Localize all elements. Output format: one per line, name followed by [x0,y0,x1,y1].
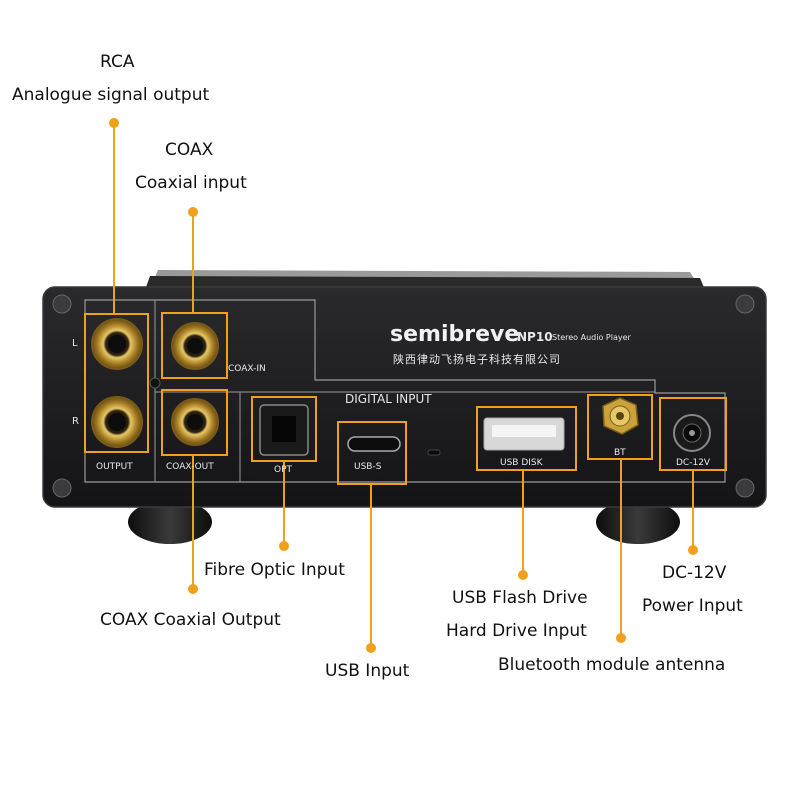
rca-highlight [84,313,149,453]
status-led [427,449,441,456]
callout-lines [109,118,698,653]
brand-logo: semibreve [390,322,520,347]
callout-coax-desc: Coaxial input [135,173,247,193]
usb-c-port [347,436,401,452]
digital-input-label: DIGITAL INPUT [345,392,432,406]
label-bt: BT [614,448,626,458]
usb-a-port [483,417,565,451]
callout-usb-flash-2: Hard Drive Input [446,621,587,641]
dc-jack [673,414,711,452]
panel-screws [52,294,755,498]
callout-dc-1: DC-12V [662,563,727,583]
foot-left [128,500,212,544]
callout-bluetooth: Bluetooth module antenna [498,655,726,675]
callout-coax-title: COAX [165,140,214,160]
callout-fibre: Fibre Optic Input [204,560,345,580]
bt-antenna-connector [602,397,639,435]
label-coax-in: COAX-IN [228,364,266,374]
label-usb-disk: USB DISK [500,458,543,468]
silkscreen-outline [84,299,726,483]
label-l: L [72,338,78,349]
label-dc12v: DC-12V [676,458,711,468]
rear-panel [42,286,767,508]
callout-usb-flash-1: USB Flash Drive [452,588,588,608]
center-screw [149,377,161,389]
model-name: NP10 [517,330,553,344]
rca-jacks [91,318,143,448]
coax-in-jack [171,322,219,370]
company-name: 陕西律动飞扬电子科技有限公司 [393,353,561,366]
callout-usb-input: USB Input [325,661,410,681]
model-description: Stereo Audio Player [552,333,631,342]
callout-rca-desc: Analogue signal output [12,85,210,105]
label-r: R [72,416,79,427]
label-coax-out: COAX-OUT [166,462,214,472]
coax-out-highlight [161,389,228,456]
callout-coax-out: COAX Coaxial Output [100,610,281,630]
callout-rca-title: RCA [100,52,135,72]
coax-out-jack [171,398,219,446]
label-usb-s: USB-S [354,462,382,472]
label-output: OUTPUT [96,462,133,472]
optical-port [259,404,309,456]
label-opt: OPT [274,465,293,475]
foot-right [596,500,680,544]
usb-a-highlight [476,406,577,471]
coax-in-highlight [161,312,228,379]
callout-dc-2: Power Input [642,596,743,616]
